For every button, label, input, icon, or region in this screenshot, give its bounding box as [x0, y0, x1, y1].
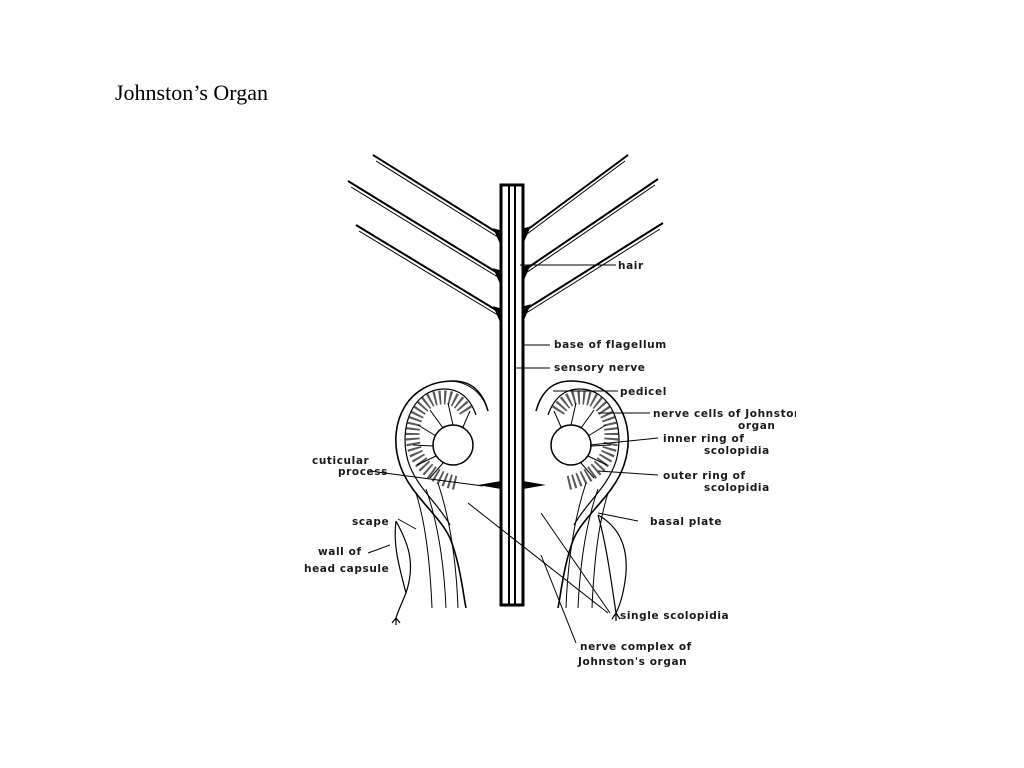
- label-wall-line2: head capsule: [304, 563, 389, 575]
- label-inner-ring-line1: inner ring of: [663, 433, 745, 445]
- label-inner-ring-line2: scolopidia: [704, 445, 770, 457]
- label-cuticular-line1: cuticular: [312, 455, 370, 467]
- label-nerve-cells-line1: nerve cells of Johnston's: [653, 408, 796, 420]
- hairs-left: [347, 154, 502, 324]
- label-wall-line1: wall of: [318, 546, 362, 558]
- label-cuticular-line2: process: [338, 466, 388, 478]
- slide-title: Johnston’s Organ: [115, 80, 268, 105]
- label-nerve-complex-line2: Johnston's organ: [577, 656, 687, 668]
- hairs-right: [522, 154, 664, 322]
- label-basal-plate: basal plate: [650, 516, 722, 528]
- flagellum-shaft: [499, 183, 525, 607]
- label-nerve-complex-line1: nerve complex of: [580, 641, 692, 653]
- leader-lines: [367, 264, 659, 644]
- diagram-svg: hair base of flagellum sensory nerve ped…: [304, 154, 796, 668]
- label-outer-ring-line2: scolopidia: [704, 482, 770, 494]
- label-hair: hair: [618, 260, 644, 272]
- scape-left: [391, 520, 412, 625]
- label-scape: scape: [352, 516, 389, 528]
- label-outer-ring-line1: outer ring of: [663, 470, 746, 482]
- pedicel-right: [523, 380, 629, 609]
- label-single-scolopidia: single scolopidia: [620, 610, 729, 622]
- pedicel-left: [395, 380, 501, 609]
- label-pedicel: pedicel: [620, 386, 667, 398]
- label-nerve-cells-line2: organ: [738, 420, 775, 432]
- label-base-of-flagellum: base of flagellum: [554, 339, 667, 351]
- label-sensory-nerve: sensory nerve: [554, 362, 646, 374]
- scape-right: [597, 514, 627, 621]
- johnstons-organ-diagram: hair base of flagellum sensory nerve ped…: [298, 153, 796, 673]
